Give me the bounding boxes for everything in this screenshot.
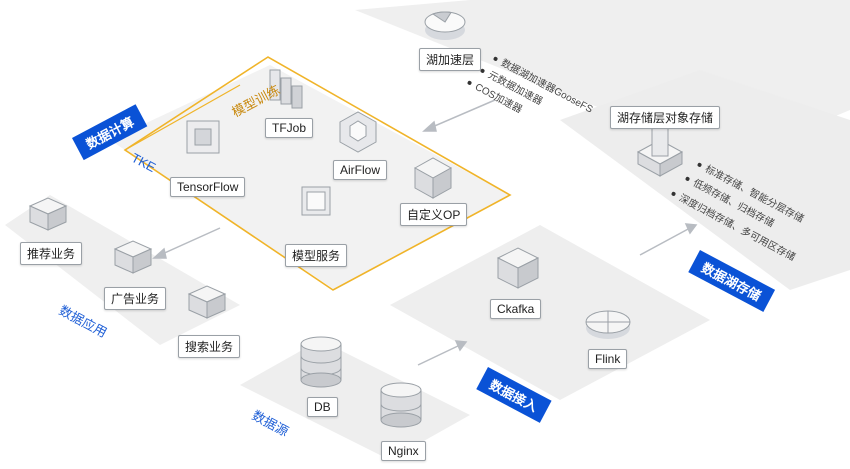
tke-divider (124, 84, 241, 151)
search-www-icon (187, 285, 227, 319)
arrow-source-to-ingest-head (454, 340, 468, 352)
ckafka-label: Ckafka (490, 299, 542, 319)
plane-source (240, 340, 470, 460)
nginx-icon (380, 382, 422, 428)
db-label: DB (307, 397, 338, 417)
tfjob-icon (269, 69, 303, 109)
airflow-label: AirFlow (333, 160, 388, 180)
lake-accel-label: 湖加速层 (419, 48, 482, 71)
ads-www-icon (113, 240, 153, 274)
arrow-accel-to-compute (429, 99, 496, 129)
highlight-box (123, 56, 512, 291)
ckafka-icon (496, 247, 540, 289)
arrow-source-to-ingest (417, 344, 461, 366)
arrow-ingest-to-lake-head (684, 223, 698, 235)
custom-op-label: 自定义OP (400, 203, 468, 226)
model-service-label: 模型服务 (285, 244, 348, 267)
arrow-compute-to-app (159, 227, 221, 256)
tfjob-label: TFJob (265, 118, 314, 138)
lake-storage-label: 湖存储层对象存储 (610, 106, 721, 129)
arrow-ingest-to-lake (639, 227, 691, 256)
tensorflow-label: TensorFlow (170, 177, 246, 197)
search-label: 搜索业务 (178, 335, 241, 358)
db-icon (300, 336, 342, 388)
tensorflow-icon (186, 120, 220, 154)
airflow-icon (339, 111, 377, 153)
nginx-label: Nginx (381, 441, 426, 461)
arrow-compute-to-app-head (152, 247, 167, 259)
arrow-accel-to-compute-head (422, 120, 437, 132)
storage-building-icon (636, 125, 684, 177)
model-service-icon (301, 186, 331, 216)
lake-accel-icon (424, 11, 466, 40)
recommend-label: 推荐业务 (20, 242, 83, 265)
plane-ingestion (390, 225, 710, 400)
flink-label: Flink (588, 349, 628, 369)
recommend-www-icon (28, 197, 68, 231)
custom-op-icon (413, 157, 453, 199)
ads-label: 广告业务 (104, 287, 167, 310)
plane-application (5, 195, 240, 345)
flink-icon (585, 310, 631, 339)
